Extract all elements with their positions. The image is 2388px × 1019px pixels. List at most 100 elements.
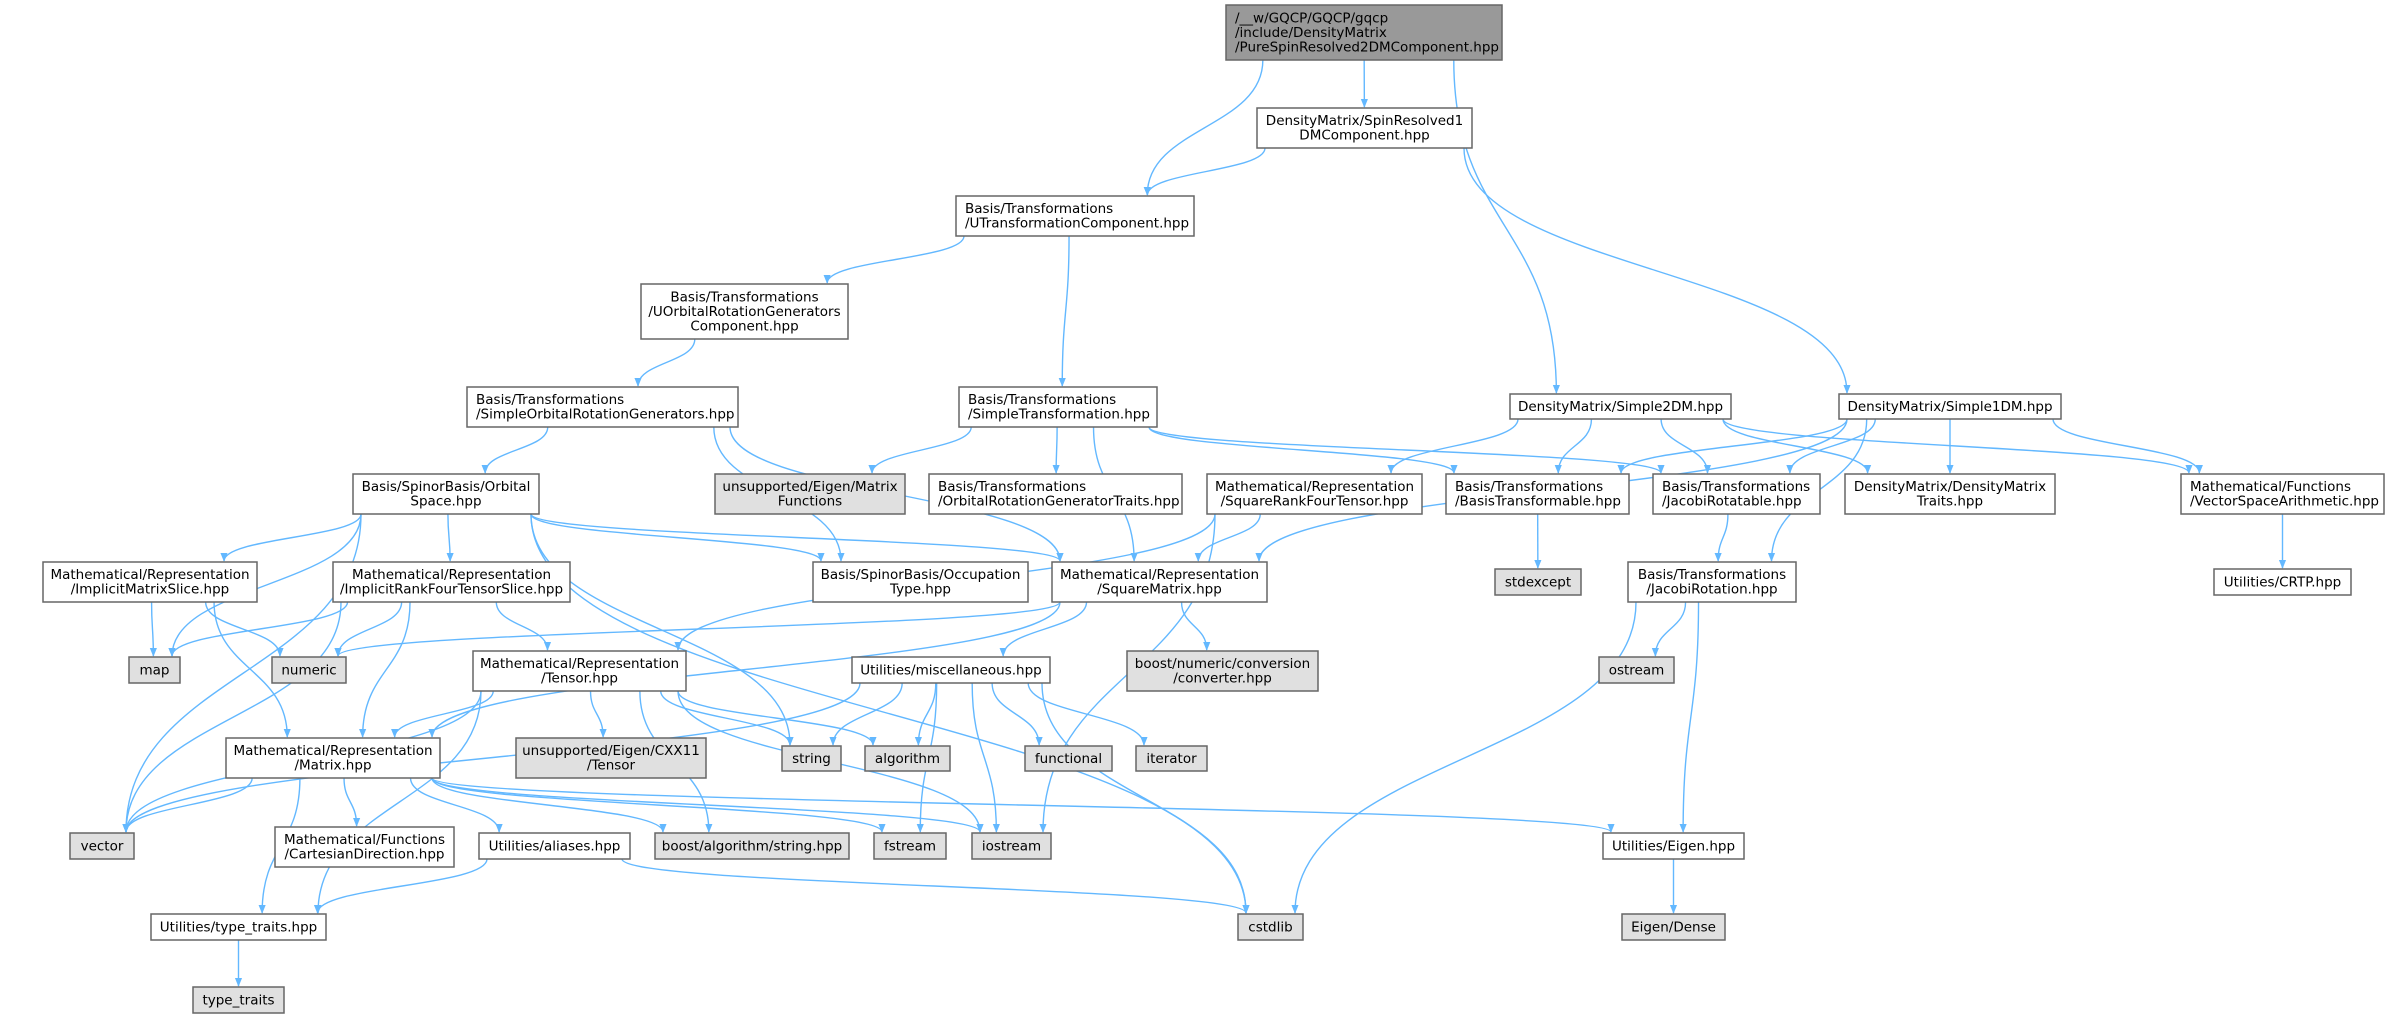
node-label-line: Traits.hpp bbox=[1916, 494, 1983, 510]
node-utc[interactable]: Basis/Transformations/UTransformationCom… bbox=[955, 195, 1195, 237]
edge-s1dm-to-vsa bbox=[2052, 418, 2203, 474]
node-functional: functional bbox=[1024, 745, 1113, 772]
node-label-line: /Tensor.hpp bbox=[541, 671, 618, 687]
edge-jrot-to-cstdlib bbox=[1291, 601, 1637, 914]
edge-jrot-to-eigen bbox=[1679, 601, 1700, 833]
node-s2dm[interactable]: DensityMatrix/Simple2DM.hpp bbox=[1509, 393, 1732, 420]
node-iostream: iostream bbox=[971, 832, 1052, 860]
node-crtp[interactable]: Utilities/CRTP.hpp bbox=[2213, 568, 2352, 596]
node-box bbox=[150, 913, 327, 941]
node-label-line: map bbox=[140, 662, 170, 678]
edge-misc-to-iterator bbox=[1027, 682, 1148, 746]
node-sr1dm[interactable]: DensityMatrix/SpinResolved1DMComponent.h… bbox=[1256, 107, 1473, 149]
node-ims[interactable]: Mathematical/Representation/ImplicitMatr… bbox=[42, 561, 258, 603]
node-s1dm[interactable]: DensityMatrix/Simple1DM.hpp bbox=[1838, 393, 2062, 420]
edge-st-to-mf bbox=[868, 426, 972, 474]
node-aliases[interactable]: Utilities/aliases.hpp bbox=[478, 832, 631, 860]
node-label-line: DensityMatrix/SpinResolved1 bbox=[1266, 113, 1463, 129]
edge-s2dm-to-vsa bbox=[1722, 418, 2193, 474]
node-label-line: Basis/SpinorBasis/Occupation bbox=[821, 567, 1021, 583]
node-box bbox=[1135, 745, 1208, 772]
node-label-line: /OrbitalRotationGeneratorTraits.hpp bbox=[938, 494, 1180, 510]
node-tth[interactable]: Utilities/type_traits.hpp bbox=[150, 913, 327, 941]
edge-ims-to-map bbox=[149, 601, 157, 657]
node-label-line: Mathematical/Functions bbox=[2190, 479, 2351, 495]
edge-matrix-to-bas bbox=[431, 777, 667, 833]
node-matrix[interactable]: Mathematical/Representation/Matrix.hpp bbox=[225, 737, 441, 779]
edge-sm-to-bnc bbox=[1180, 601, 1211, 651]
edge-s1dm-to-bt bbox=[1617, 418, 1848, 474]
node-box bbox=[1051, 561, 1268, 603]
node-box bbox=[42, 561, 258, 603]
node-irfts[interactable]: Mathematical/Representation/ImplicitRank… bbox=[332, 561, 571, 603]
edge-sm-to-numeric bbox=[334, 601, 1061, 657]
edge-st-to-orgt bbox=[1052, 426, 1060, 474]
node-tensor[interactable]: Mathematical/Representation/Tensor.hpp bbox=[472, 650, 687, 692]
node-srft[interactable]: Mathematical/Representation/SquareRankFo… bbox=[1206, 473, 1423, 515]
node-box bbox=[1598, 656, 1675, 684]
node-label-line: DMComponent.hpp bbox=[1299, 128, 1429, 144]
node-root[interactable]: /__w/GQCP/GQCP/gqcp/include/DensityMatri… bbox=[1225, 4, 1503, 61]
node-st[interactable]: Basis/Transformations/SimpleTransformati… bbox=[958, 386, 1158, 428]
node-label-line: Eigen/Dense bbox=[1631, 919, 1716, 935]
node-box bbox=[1225, 4, 1503, 61]
node-label-line: /ImplicitMatrixSlice.hpp bbox=[71, 582, 230, 598]
node-label-line: fstream bbox=[884, 838, 936, 854]
node-box bbox=[69, 832, 135, 860]
node-label-line: Mathematical/Functions bbox=[284, 832, 445, 848]
node-bt[interactable]: Basis/Transformations/BasisTransformable… bbox=[1445, 473, 1630, 515]
node-algorithm: algorithm bbox=[864, 745, 951, 772]
edge-tensor-to-cxx11 bbox=[589, 690, 607, 738]
node-eigen[interactable]: Utilities/Eigen.hpp bbox=[1602, 832, 1745, 860]
node-box bbox=[1509, 393, 1732, 420]
node-box bbox=[332, 561, 571, 603]
node-box bbox=[2180, 473, 2385, 515]
node-label-line: Basis/Transformations bbox=[965, 201, 1113, 217]
node-label-line: algorithm bbox=[875, 751, 940, 767]
node-sorg[interactable]: Basis/Transformations/SimpleOrbitalRotat… bbox=[466, 386, 739, 428]
node-misc[interactable]: Utilities/miscellaneous.hpp bbox=[851, 656, 1051, 684]
node-cstdlib: cstdlib bbox=[1237, 913, 1304, 941]
edge-s2dm-to-jr bbox=[1660, 418, 1712, 474]
node-label-line: string bbox=[792, 751, 831, 767]
node-label-line: Component.hpp bbox=[690, 318, 798, 334]
node-box bbox=[271, 656, 347, 684]
node-label-line: numeric bbox=[281, 662, 336, 678]
node-label-line: DensityMatrix/Simple1DM.hpp bbox=[1847, 399, 2052, 415]
node-box bbox=[128, 656, 181, 684]
edge-os-to-map bbox=[168, 513, 362, 657]
node-label-line: /JacobiRotatable.hpp bbox=[1662, 494, 1802, 510]
node-label-line: type_traits bbox=[202, 992, 274, 1008]
edge-matrix-to-cart bbox=[343, 777, 361, 827]
node-box bbox=[1652, 473, 1821, 515]
node-label-line: /UOrbitalRotationGenerators bbox=[648, 304, 840, 320]
node-label-line: Basis/Transformations bbox=[968, 392, 1116, 408]
edge-os-to-irfts bbox=[446, 513, 454, 562]
node-cart[interactable]: Mathematical/Functions/CartesianDirectio… bbox=[274, 826, 455, 868]
node-box bbox=[352, 473, 540, 515]
edge-matrix-to-iostream bbox=[431, 777, 984, 833]
node-label-line: Utilities/type_traits.hpp bbox=[160, 919, 317, 935]
edge-sm-to-misc bbox=[999, 601, 1088, 657]
node-jrot[interactable]: Basis/Transformations/JacobiRotation.hpp bbox=[1627, 561, 1797, 603]
node-vsa[interactable]: Mathematical/Functions/VectorSpaceArithm… bbox=[2180, 473, 2385, 515]
node-label-line: Type.hpp bbox=[889, 582, 951, 598]
edge-sr1dm-to-s1dm bbox=[1463, 147, 1851, 394]
node-label-line: DensityMatrix/DensityMatrix bbox=[1854, 479, 2046, 495]
node-label-line: Basis/Transformations bbox=[670, 289, 818, 305]
node-box bbox=[781, 745, 842, 772]
node-sm[interactable]: Mathematical/Representation/SquareMatrix… bbox=[1051, 561, 1268, 603]
node-box bbox=[466, 386, 739, 428]
node-orgt[interactable]: Basis/Transformations/OrbitalRotationGen… bbox=[928, 473, 1183, 515]
node-map: map bbox=[128, 656, 181, 684]
edge-utc-to-uorgc bbox=[823, 235, 965, 284]
node-jr[interactable]: Basis/Transformations/JacobiRotatable.hp… bbox=[1652, 473, 1821, 515]
node-label-line: Space.hpp bbox=[410, 494, 481, 510]
node-uorgc[interactable]: Basis/Transformations/UOrbitalRotationGe… bbox=[640, 283, 849, 340]
node-ostream: ostream bbox=[1598, 656, 1675, 684]
node-label-line: Mathematical/Representation bbox=[233, 743, 432, 759]
edge-root-to-utc bbox=[1143, 59, 1264, 196]
